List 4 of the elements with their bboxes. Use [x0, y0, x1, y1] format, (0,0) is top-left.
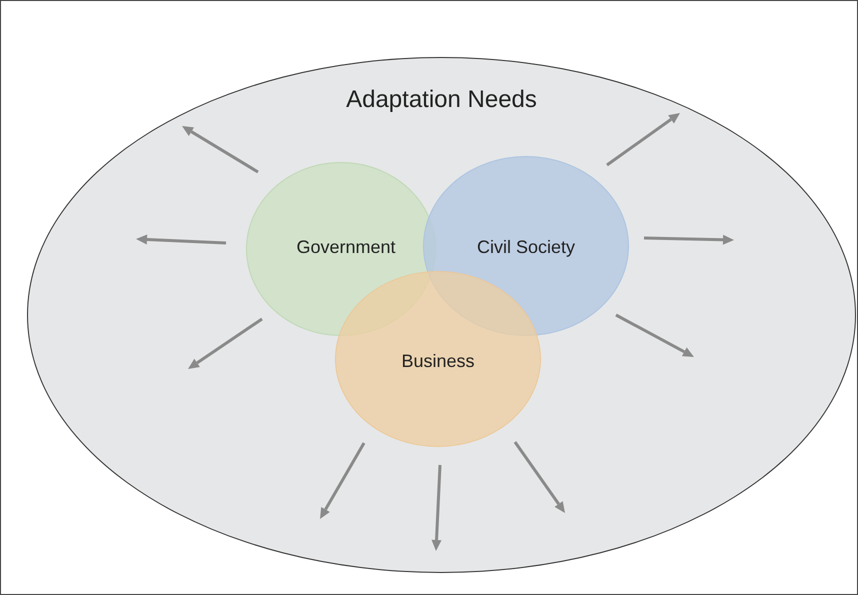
- circle-label: Government: [296, 237, 396, 258]
- circle-label: Civil Society: [476, 237, 576, 258]
- circle-label: Business: [401, 351, 475, 372]
- diagram-heading: Adaptation Needs: [346, 86, 537, 114]
